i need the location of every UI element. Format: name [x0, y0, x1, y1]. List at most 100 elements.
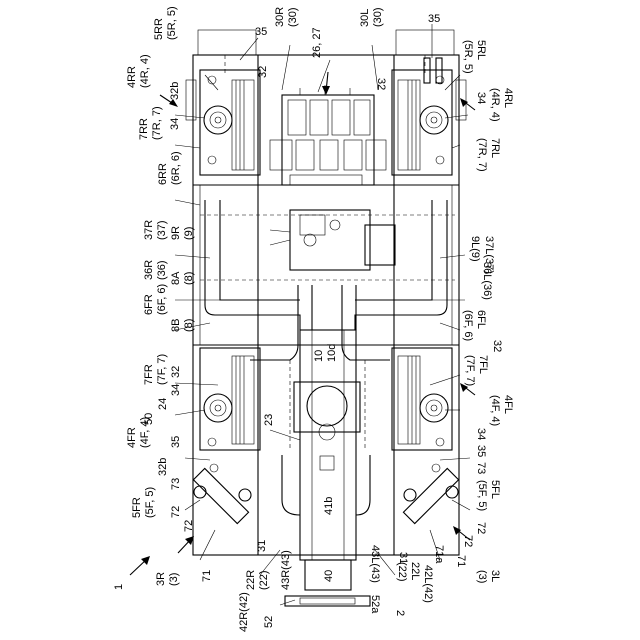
label-42l: 42L(42): [422, 565, 434, 603]
label-6rr: 6RR: [157, 163, 169, 185]
center-battery-block: [270, 210, 395, 270]
label-32b-front-right: 32b: [157, 458, 169, 476]
label-7fr-paren: (7F, 7): [156, 354, 168, 385]
front-right-caster-arm: [193, 464, 251, 524]
label-5rl: 5RL: [475, 40, 487, 60]
label-32-front-right: 32: [170, 366, 182, 378]
label-6fr-paren: (6F, 6): [156, 284, 168, 315]
label-35-front-left: 35: [475, 445, 487, 457]
label-10: 10: [313, 350, 325, 362]
label-73-left: 73: [475, 462, 487, 474]
label-3r-paren: (3): [168, 573, 180, 586]
label-5rr: 5RR: [153, 18, 165, 40]
label-71-right: 71: [201, 570, 213, 582]
label-71a: 71a: [433, 545, 445, 564]
label-26-27: 26, 27: [311, 27, 323, 58]
rear-right-wheel-module: [200, 70, 260, 175]
label-5rr-paren: (5R, 5): [166, 6, 178, 40]
label-36r-paren: (36): [156, 260, 168, 280]
label-31-right: 31: [256, 540, 268, 552]
rear-left-wheel-module: [392, 58, 452, 175]
label-73-right: 73: [170, 478, 182, 490]
label-30r: 30R: [274, 7, 286, 27]
label-22r: 22R: [245, 570, 257, 590]
label-7fl-paren: (7F, 7): [464, 355, 476, 386]
label-5rl-paren: (5R, 5): [462, 40, 474, 74]
label-8b-paren: (8): [183, 319, 195, 332]
label-37r: 37R: [143, 220, 155, 240]
label-22l-paren: (22): [396, 562, 408, 582]
rear-bumper-block: [285, 560, 370, 606]
label-4rr-paren: (4R, 4): [139, 54, 151, 88]
center-tank: [294, 382, 360, 470]
label-4rl: 4RL: [502, 88, 514, 108]
label-32-front-left: 32: [491, 340, 503, 352]
label-37r-paren: (37): [156, 220, 168, 240]
label-36l: 36L(36): [481, 262, 493, 300]
label-35-rear-right: 35: [255, 26, 267, 38]
label-5fl-paren: (5F, 5): [476, 480, 488, 511]
label-36r: 36R: [143, 260, 155, 280]
label-9r: 9R: [170, 226, 182, 240]
label-3r: 3R: [155, 572, 167, 586]
label-72-right-2: 72: [183, 520, 195, 532]
label-4fl: 4FL: [502, 395, 514, 414]
label-24: 24: [157, 398, 169, 410]
label-4fr: 4FR: [126, 427, 138, 448]
label-7rl-paren: (7R, 7): [476, 138, 488, 172]
label-6rr-paren: (6R, 6): [170, 151, 182, 185]
label-7rr: 7RR: [138, 118, 150, 140]
label-32-rear-right: 32: [257, 66, 269, 78]
label-52: 52: [263, 616, 275, 628]
label-43r: 43R(43): [280, 550, 292, 590]
front-right-wheel-module: [200, 348, 260, 450]
chassis-frame: [186, 30, 466, 555]
label-4fl-paren: (4F, 4): [489, 395, 501, 426]
label-34-front-left: 34: [475, 428, 487, 440]
label-72-left-2: 72: [462, 535, 474, 547]
label-30l-paren: (30): [372, 7, 384, 27]
label-3l-paren: (3): [476, 570, 488, 583]
label-6fl-paren: (6F, 6): [462, 310, 474, 341]
label-41b: 41b: [323, 497, 335, 515]
reference-lines: [200, 55, 455, 450]
label-7rl: 7RL: [489, 138, 501, 158]
label-8b: 8B: [170, 319, 182, 332]
label-43l: 43L(43): [369, 545, 381, 583]
label-6fl: 6FL: [475, 310, 487, 329]
label-23: 23: [263, 414, 275, 426]
label-32-rear-left: 32: [375, 78, 387, 90]
central-control-unit: [270, 85, 386, 185]
label-71-left: 71: [455, 555, 467, 567]
label-7fr: 7FR: [143, 364, 155, 385]
label-22r-paren: (22): [258, 570, 270, 590]
label-4rl-paren: (4R, 4): [489, 88, 501, 122]
label-42r: 42R(42): [238, 592, 250, 632]
label-8a-paren: (8): [183, 272, 195, 285]
label-32b-rear-right: 32b: [169, 82, 181, 100]
label-35-rear-left: 35: [428, 13, 440, 25]
front-left-caster-arm: [403, 464, 458, 524]
label-34-rear-left: 34: [475, 92, 487, 104]
label-30r-paren: (30): [287, 7, 299, 27]
label-34-rear-right: 34: [169, 118, 181, 130]
label-40: 40: [323, 570, 335, 582]
label-5fl: 5FL: [489, 480, 501, 499]
label-52a: 52a: [369, 595, 381, 614]
label-35-front-right: 35: [170, 436, 182, 448]
front-left-wheel-module: [392, 348, 452, 450]
label-10d: 10d: [326, 344, 338, 362]
label-34-front-right: 34: [170, 384, 182, 396]
label-9l: 9L(9): [469, 236, 481, 262]
label-72-left-1: 72: [475, 522, 487, 534]
label-1: 1: [113, 584, 125, 590]
label-3l: 3L: [489, 570, 501, 582]
label-8a: 8A: [170, 271, 182, 285]
label-5fr-paren: (5F, 5): [144, 487, 156, 518]
label-7rr-paren: (7R, 7): [151, 106, 163, 140]
label-5fr: 5FR: [131, 497, 143, 518]
label-7fl: 7FL: [477, 355, 489, 374]
label-22l: 22L: [409, 562, 421, 580]
label-72-right-1: 72: [170, 506, 182, 518]
